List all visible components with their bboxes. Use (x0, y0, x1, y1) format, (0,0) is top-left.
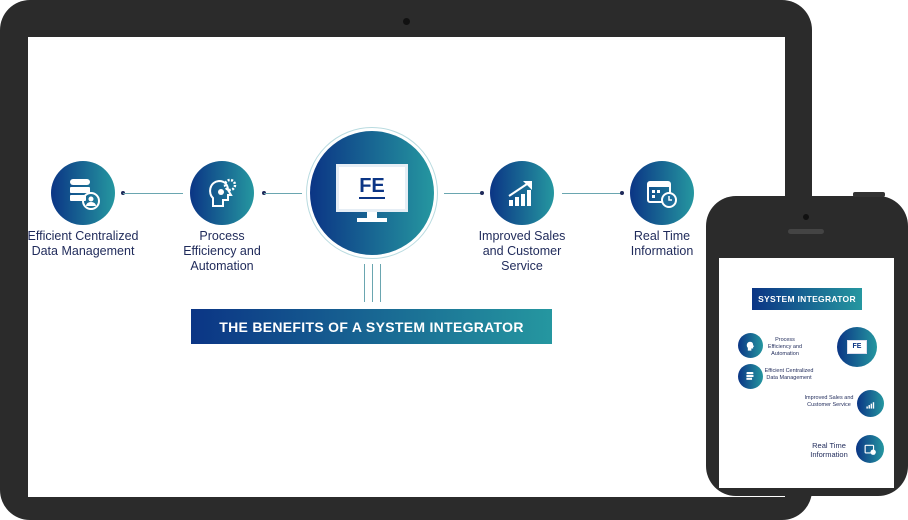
phone-side-button (853, 192, 885, 197)
laptop-screen (28, 37, 785, 497)
phone-calendar-clock-icon (856, 435, 884, 463)
head-gears-icon (190, 161, 254, 225)
phone-item-label: Efficient Centralized Data Management (764, 368, 814, 381)
connector-dot (480, 191, 484, 195)
growth-chart-icon (490, 161, 554, 225)
item-label: Efficient Centralized Data Management (27, 229, 139, 258)
center-stem-line (380, 264, 381, 302)
center-logo-circle: FE (310, 131, 434, 255)
phone-item-label: Process Efficiency and Automation (767, 337, 803, 357)
item-label: Process Efficiency and Automation (183, 229, 261, 273)
center-stem-line (372, 264, 373, 302)
database-user-icon (51, 161, 115, 225)
phone-camera (803, 214, 809, 220)
phone-center-logo: FE (837, 327, 877, 367)
connector-line (562, 193, 622, 194)
phone-item-label: Real Time Information (810, 441, 848, 459)
phone-growth-chart-icon (857, 390, 884, 417)
phone-fe-logo: FE (847, 340, 867, 354)
connector-dot (620, 191, 624, 195)
center-logo-ring: FE (306, 127, 438, 259)
calendar-clock-icon (630, 161, 694, 225)
phone-database-icon (738, 364, 763, 389)
phone-speaker (788, 229, 824, 234)
phone-item-label: Improved Sales and Customer Service (804, 395, 854, 408)
item-label: Improved Sales and Customer Service (478, 229, 566, 273)
connector-line (123, 193, 183, 194)
connector-line (444, 193, 482, 194)
center-stem-line (364, 264, 365, 302)
phone-title-banner: SYSTEM INTEGRATOR (752, 288, 862, 310)
connector-line (264, 193, 302, 194)
phone-head-gears-icon (738, 333, 763, 358)
fe-logo: FE (359, 175, 385, 197)
item-label: Real Time Information (630, 229, 694, 258)
title-banner: THE BENEFITS OF A SYSTEM INTEGRATOR (191, 309, 552, 344)
laptop-camera (403, 18, 410, 25)
